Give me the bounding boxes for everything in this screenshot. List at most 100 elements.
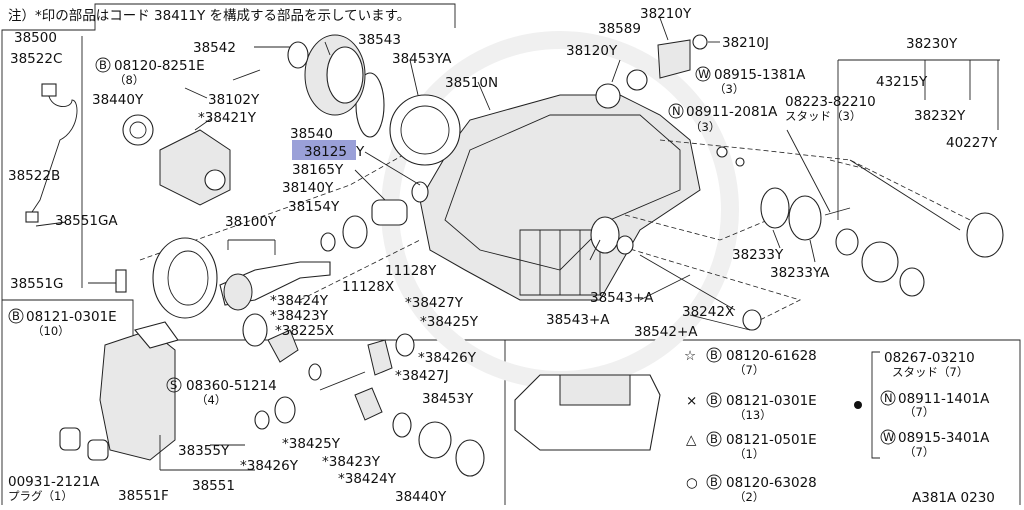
dot-icon (854, 401, 862, 409)
legend-cross-code: 08121-0301E (726, 393, 817, 409)
axle-shaft-38232y (849, 159, 961, 231)
bearing-retainer-38230y (861, 241, 899, 283)
b-mark-icon (95, 57, 111, 73)
breather-38551g (115, 269, 127, 293)
w-mark-icon-2 (880, 429, 896, 445)
pinion-38426y-a (367, 339, 393, 376)
b-prefix-5: B (710, 432, 718, 446)
gasket-38453ya (389, 94, 461, 166)
label-38225x: *38225X (275, 323, 334, 339)
legend-cross-qty: （13） (734, 408, 772, 422)
label-08120-8251e: 08120-8251E (114, 58, 205, 74)
legend-dot-n: 08911-1401A (898, 391, 990, 407)
washer-38425y-a (395, 333, 415, 357)
label-38421y: *38421Y (198, 110, 257, 126)
b-prefix-4: B (710, 393, 718, 407)
housing-fins (519, 229, 601, 296)
washer-38426y-b (254, 410, 270, 430)
label-11128y: 11128Y (385, 263, 437, 279)
label-43215y: 43215Y (876, 74, 928, 90)
w-prefix-2: W (883, 430, 894, 444)
b-prefix-3: B (710, 348, 718, 362)
label-38425y-a: *38425Y (420, 314, 479, 330)
label-38355y: 38355Y (178, 443, 230, 459)
legend-circ-code: 08120-63028 (726, 475, 817, 491)
breather-hose (29, 89, 78, 216)
bearing-38440y-left (122, 114, 154, 146)
label-38125y: 38125 (304, 144, 347, 160)
washer-38424y-a (242, 313, 268, 347)
label-38522c: 38522C (10, 51, 62, 67)
label-38540: 38540 (290, 126, 333, 142)
label-38589: 38589 (598, 21, 641, 37)
n-prefix-2: N (884, 391, 893, 405)
oring-38233ya (835, 228, 859, 256)
legend-dot-w: 08915-3401A (898, 430, 990, 446)
oring-38542a (742, 309, 762, 331)
label-38427y: *38427Y (405, 295, 464, 311)
label-38543a-1: 38543+A (590, 290, 654, 306)
label-08911-2081a-qty: （3） (690, 120, 720, 134)
flange-38210y (657, 39, 691, 79)
collar-38125y (411, 181, 429, 203)
seal-38453y (455, 439, 485, 477)
label-38542a: 38542+A (634, 324, 698, 340)
washer-38140y (320, 232, 336, 252)
b-mark-icon-6 (706, 474, 722, 490)
label-38120y: 38120Y (566, 43, 618, 59)
label-38423y-b: *38423Y (322, 454, 381, 470)
label-08120-8251e-qty: （8） (114, 73, 144, 87)
label-38453y: 38453Y (422, 391, 474, 407)
pin-38225x (308, 363, 322, 381)
label-00931-2121a: 00931-2121A (8, 474, 100, 490)
label-38233ya: 38233YA (770, 265, 830, 281)
footnote: 注）*印の部品はコード 38411Y を構成する部品を示しています。 (8, 8, 410, 24)
label-11128x: 11128X (342, 279, 394, 295)
b-prefix-2: B (12, 309, 20, 323)
label-38210y: 38210Y (640, 6, 692, 22)
label-08360-51214: 08360-51214 (186, 378, 277, 394)
cross-icon: × (686, 393, 697, 409)
label-38210j: 38210J (722, 35, 769, 51)
b-prefix-6: B (710, 475, 718, 489)
side-gear-38423y-b (354, 387, 383, 421)
shim-38233y (760, 187, 790, 229)
circle-icon: ○ (686, 475, 698, 491)
flange-38543a (590, 216, 620, 254)
label-38426y-b: *38426Y (240, 458, 299, 474)
figure-code: A381A 0230 (912, 490, 995, 506)
label-38440y-a: 38440Y (92, 92, 144, 108)
legend-star-code: 08120-61628 (726, 348, 817, 364)
rear-cover-38355y (99, 329, 176, 461)
stud-08223 (824, 207, 851, 216)
label-08121-0301e-qty: （10） (32, 324, 70, 338)
label-38125y-suffix: Y (355, 144, 365, 160)
legend-dot-stud-sub: スタッド（7） (892, 365, 968, 379)
n-mark-icon-2 (880, 390, 896, 406)
legend-dot-n-qty: （7） (904, 405, 934, 419)
label-38100y: 38100Y (225, 214, 277, 230)
label-38543: 38543 (358, 32, 401, 48)
tube-38242x (639, 254, 736, 311)
diff-case (159, 129, 231, 206)
flange-40227y (966, 212, 1004, 258)
label-38423y-a: *38423Y (270, 308, 329, 324)
pinion-38425y-b (274, 396, 296, 424)
ring-gear-38100y (152, 237, 218, 319)
label-38440y-b: 38440Y (395, 489, 447, 505)
plug-00931 (59, 427, 81, 451)
label-38551g: 38551G (10, 276, 63, 292)
legend-circ-qty: （2） (734, 490, 764, 504)
side-gear-38423y-a (267, 329, 299, 363)
label-38551: 38551 (192, 478, 235, 494)
washer-08915 (735, 157, 745, 167)
label-38453ya: 38453YA (392, 51, 452, 67)
label-38140y: 38140Y (282, 180, 334, 196)
hose-clip-38522c (41, 83, 57, 97)
label-38551f: 38551F (118, 488, 169, 504)
label-38427j: *38427J (395, 368, 449, 384)
highlight-38125y (292, 140, 356, 160)
label-00931-sub: プラグ（1） (8, 489, 73, 503)
seal-38542 (287, 41, 309, 69)
